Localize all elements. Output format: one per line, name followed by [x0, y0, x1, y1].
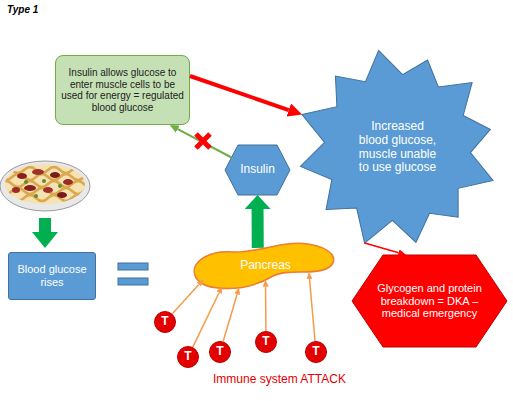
sauce-piece	[32, 169, 44, 175]
pancreas-shape: Pancreas	[188, 238, 343, 293]
sauce-piece	[63, 179, 73, 185]
caption-label: Immune system ATTACK	[213, 372, 346, 386]
herb-piece	[34, 194, 38, 198]
hexagon-box: Glycogen and protein breakdown = DKA – m…	[352, 255, 507, 347]
equals-sign	[118, 263, 148, 285]
burst-outline	[300, 50, 493, 243]
herb-piece	[24, 180, 28, 184]
pasta-strands	[0, 167, 96, 201]
node-text: T	[155, 315, 175, 329]
arrow-connector	[223, 294, 237, 341]
t-cell-circle: T	[255, 331, 277, 353]
pasta-strand	[0, 195, 96, 201]
pasta-strand	[0, 174, 96, 180]
arrow-connector	[252, 209, 264, 248]
hexagon-outline	[352, 255, 507, 347]
hexagon-outline	[225, 145, 290, 195]
node-text: Pancreas	[216, 259, 316, 273]
sauce-piece	[24, 185, 36, 191]
sauce-piece	[57, 192, 67, 198]
bowl-rim	[0, 161, 90, 211]
herb-piece	[42, 179, 46, 183]
node-text: T	[256, 335, 276, 349]
pancreas-outline	[194, 243, 334, 288]
equals-bar	[118, 278, 148, 285]
node-text: T	[306, 345, 326, 359]
pasta-strand	[0, 167, 96, 173]
node-text: Blood glucose rises	[12, 263, 92, 288]
process-box: Blood glucose rises	[8, 252, 96, 300]
arrow-connector	[193, 293, 219, 347]
sauce-pieces	[12, 169, 73, 198]
herb-piece	[58, 184, 62, 188]
hexagon-box: Insulin	[225, 145, 290, 195]
t-cell-circle: T	[154, 311, 176, 333]
diagram-title: Type 1	[7, 4, 38, 15]
sauce-piece	[12, 187, 20, 193]
arrow-connector	[265, 287, 267, 331]
arrow-connector	[365, 243, 399, 253]
node-text: T	[210, 345, 230, 359]
down-arrow	[32, 218, 58, 248]
pasta-strand	[0, 188, 96, 194]
t-cell-circle: T	[177, 346, 199, 368]
sauce-piece	[17, 173, 27, 179]
t-cell-circle: T	[305, 341, 327, 363]
cross-mark	[196, 134, 210, 148]
node-text: Increased blood glucose, muscle unable t…	[357, 120, 439, 175]
node-text: Glycogen and protein breakdown = DKA – m…	[374, 282, 486, 320]
pasta-strand	[0, 181, 96, 187]
arrow-connector	[310, 279, 316, 341]
node-text: T	[178, 350, 198, 364]
burst-shape: Increased blood glucose, muscle unable t…	[290, 40, 505, 255]
node-text: Insulin	[229, 163, 287, 177]
arrow-connector	[178, 129, 232, 157]
arrow-connector	[190, 76, 289, 110]
t-cell-circle: T	[209, 341, 231, 363]
sauce-piece	[50, 172, 60, 178]
process-box: Insulin allows glucose to enter muscle c…	[55, 55, 190, 125]
node-text: Insulin allows glucose to enter muscle c…	[61, 67, 185, 113]
sauce-piece	[43, 187, 53, 193]
arrow-connector	[172, 284, 198, 313]
pasta-bowl	[0, 161, 96, 211]
bowl-inside	[5, 164, 85, 204]
equals-bar	[118, 263, 148, 270]
blocked-cross	[196, 134, 210, 148]
